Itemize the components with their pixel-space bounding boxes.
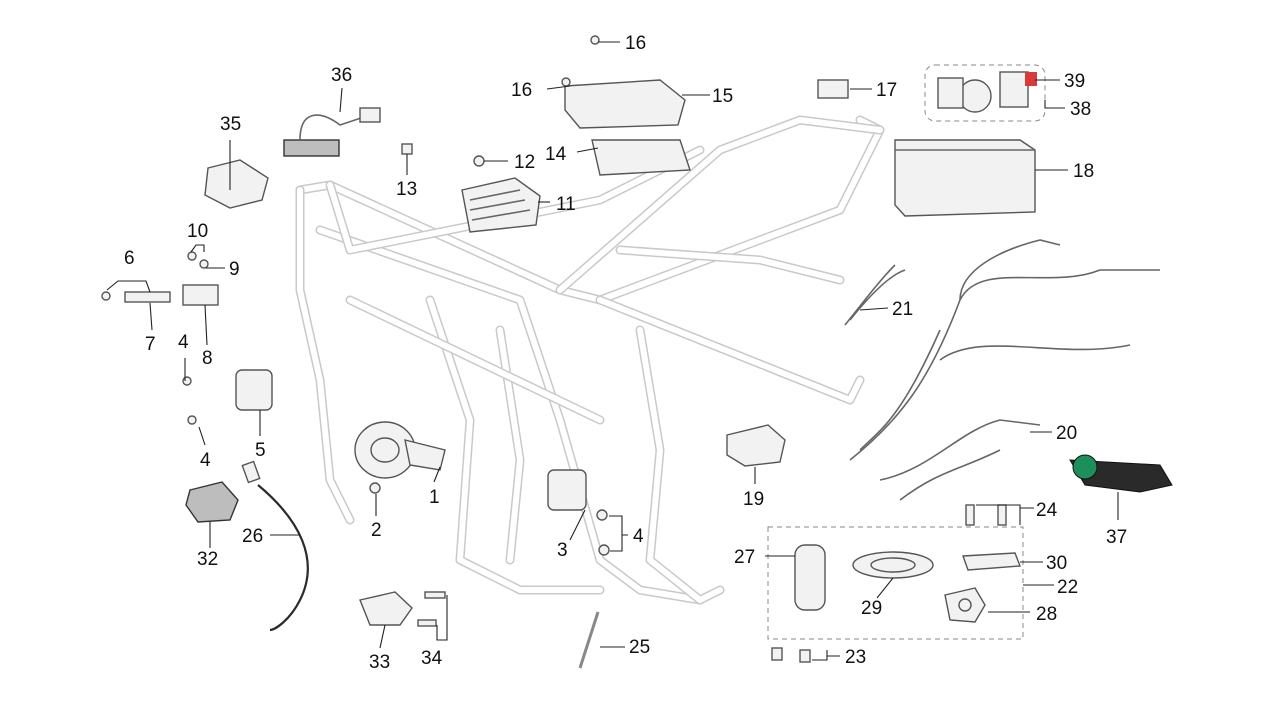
- callout-32: 32: [197, 549, 218, 570]
- callout-35: 35: [220, 114, 241, 135]
- callout-28: 28: [1036, 604, 1057, 625]
- callout-17: 17: [876, 80, 897, 101]
- callout-22: 22: [1057, 577, 1078, 598]
- callout-24: 24: [1036, 500, 1058, 521]
- leader-lines: [106, 41, 1119, 661]
- sensor-33-part: [359, 591, 446, 627]
- callout-9: 9: [229, 259, 240, 280]
- callout-19: 19: [743, 489, 764, 510]
- switch-37-part: [1069, 454, 1173, 493]
- ecu-cover-15-part: [561, 35, 686, 129]
- callout-20: 20: [1056, 423, 1077, 444]
- seat-lock-28-part: [944, 587, 986, 623]
- cable-21-part: [844, 264, 906, 326]
- callout-3: 3: [557, 540, 568, 561]
- callout-25: 25: [629, 637, 650, 658]
- callout-8: 8: [202, 348, 213, 369]
- callout-labels: 1 2 3 4 4 4 5 6 7 8 9 10 11 12 13 14 15 …: [124, 33, 1127, 673]
- ignition-lock-27-part: [771, 544, 826, 663]
- throttle-body-38-part: [924, 64, 1046, 122]
- callout-39: 39: [1064, 71, 1085, 92]
- rod-25-part: [578, 611, 600, 669]
- callout-16-upper: 16: [625, 33, 646, 54]
- callout-37: 37: [1106, 527, 1127, 548]
- bracket-7-8-part: [101, 251, 219, 306]
- callout-21: 21: [892, 299, 913, 320]
- plate-30-part: [962, 504, 1021, 571]
- callout-2: 2: [371, 520, 382, 541]
- callout-29: 29: [861, 598, 882, 619]
- callout-4-bracket: 4: [178, 332, 189, 353]
- callout-14: 14: [545, 144, 567, 165]
- relay-35-part: [204, 159, 269, 209]
- motorcycle-frame: [295, 115, 885, 605]
- regulator-11-part: [461, 155, 541, 233]
- callout-10: 10: [187, 221, 208, 242]
- callout-12: 12: [514, 152, 535, 173]
- callout-5: 5: [255, 440, 266, 461]
- callout-36: 36: [331, 65, 352, 86]
- callout-11: 11: [556, 194, 576, 215]
- sensor-36-part: [283, 107, 381, 157]
- nut-13-part: [401, 143, 413, 155]
- wiring-harness-20-part: [849, 239, 1160, 501]
- fuel-cap-29-part: [852, 551, 934, 579]
- ignition-coil-3-part: [547, 469, 610, 556]
- callout-23: 23: [845, 647, 866, 668]
- cable-26-part: [241, 460, 309, 632]
- callout-30: 30: [1046, 553, 1067, 574]
- callout-13: 13: [396, 179, 417, 200]
- callout-4-lower: 4: [200, 450, 211, 471]
- lock-set-22-group: [767, 526, 1024, 640]
- relay-17-part: [817, 79, 849, 99]
- callout-27: 27: [734, 547, 755, 568]
- callout-18: 18: [1073, 161, 1094, 182]
- ecu-14-part: [591, 139, 691, 176]
- bolt-2-part: [369, 482, 381, 494]
- callout-16-lower: 16: [511, 80, 532, 101]
- callout-6: 6: [124, 248, 135, 269]
- callout-33: 33: [369, 652, 390, 673]
- relay-32-part: [185, 481, 239, 523]
- callout-15: 15: [712, 86, 733, 107]
- callout-1: 1: [429, 487, 440, 508]
- callout-26: 26: [242, 526, 263, 547]
- callout-4-coil: 4: [633, 526, 644, 547]
- relay-19-part: [726, 424, 786, 467]
- red-sensor-39-part: [1025, 72, 1037, 86]
- coil-5-part: [182, 369, 273, 425]
- callout-38: 38: [1070, 99, 1091, 120]
- callout-34: 34: [421, 648, 443, 669]
- horn-part: [354, 421, 446, 479]
- battery-18-part: [894, 139, 1036, 217]
- callout-7: 7: [145, 334, 156, 355]
